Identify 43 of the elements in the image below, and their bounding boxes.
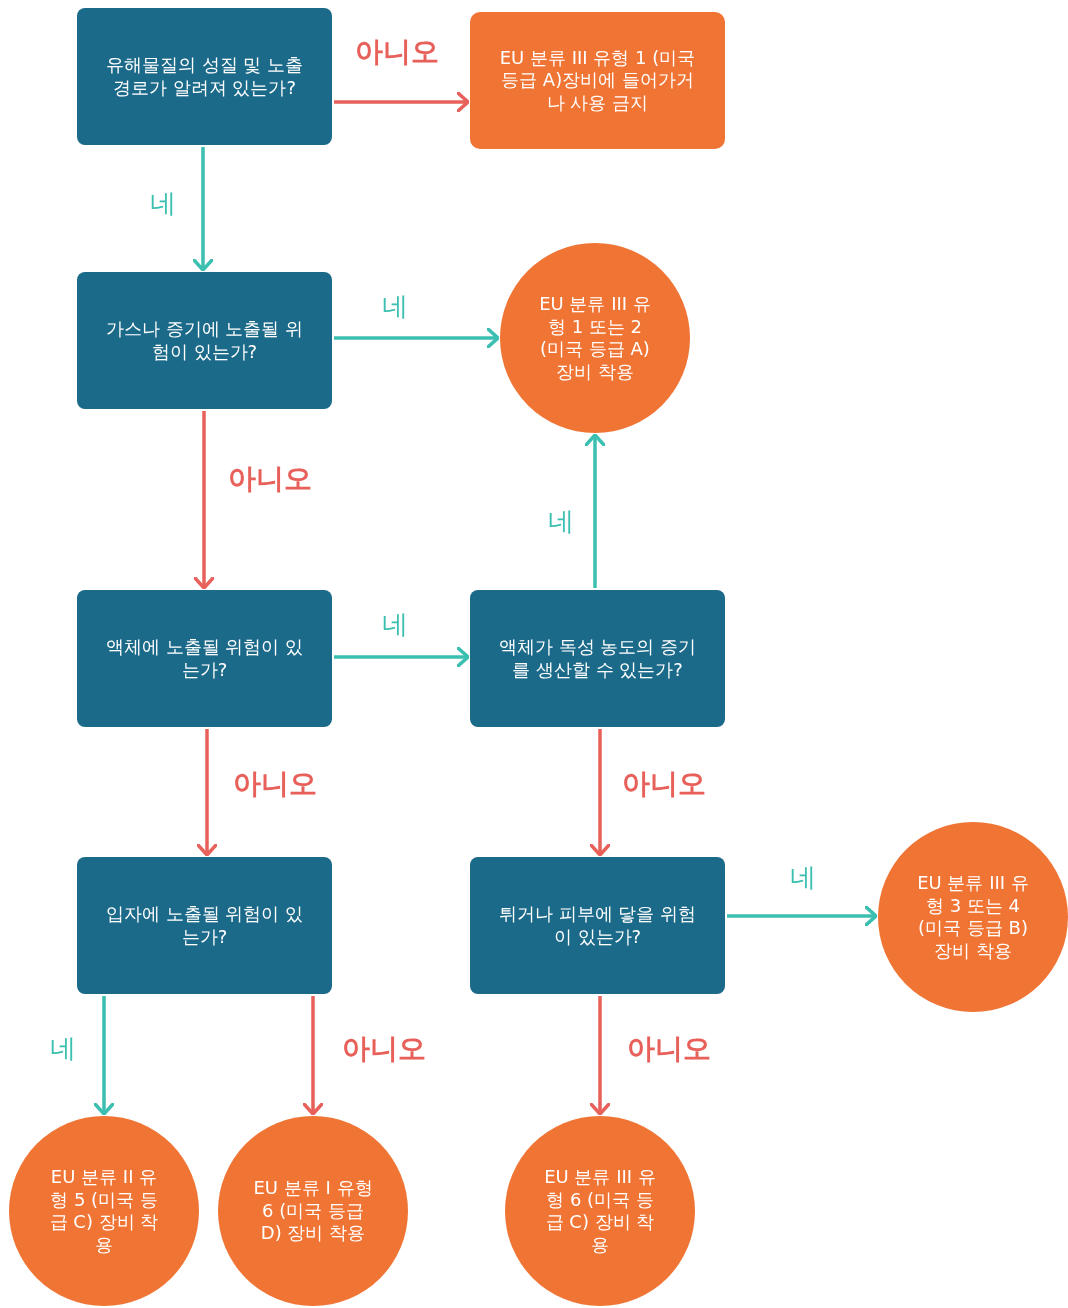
arrow (193, 411, 215, 590)
decision-box (470, 857, 725, 994)
edge-label: 네 (382, 293, 408, 319)
decision-box (77, 857, 332, 994)
edge-label: 아니오 (355, 38, 439, 66)
node-text: 입자에 노출될 위험이 있는가? (105, 903, 304, 948)
arrow (589, 996, 611, 1116)
node-text: 가스나 증기에 노출될 위험이 있는가? (105, 318, 304, 363)
arrow (334, 646, 470, 668)
node-text: EU 분류 III 유형 3 또는 4 (미국 등급 B) 장비 착용 (916, 872, 1030, 962)
edge-label: 네 (790, 864, 816, 890)
node-text: EU 분류 I 유형 6 (미국 등급 D) 장비 착용 (252, 1177, 374, 1245)
node-text: EU 분류 III 유형 6 (미국 등급 C) 장비 착용 (543, 1166, 657, 1256)
arrow (93, 996, 115, 1116)
node-text: 액체가 독성 농도의 증기를 생산할 수 있는가? (498, 636, 697, 681)
edge-label: 네 (382, 611, 408, 637)
decision-box (77, 590, 332, 727)
arrow (196, 729, 218, 857)
edge-label: 아니오 (342, 1035, 426, 1063)
process-box (470, 12, 725, 149)
arrow (334, 327, 500, 349)
decision-box (77, 272, 332, 409)
arrow (192, 147, 214, 272)
edge-label: 아니오 (627, 1035, 711, 1063)
node-text: EU 분류 III 유형 1 또는 2 (미국 등급 A) 장비 착용 (538, 293, 652, 383)
edge-label: 네 (548, 508, 574, 534)
node-text: EU 분류 II 유형 5 (미국 등급 C) 장비 착용 (48, 1166, 160, 1256)
node-text: EU 분류 III 유형 1 (미국 등급 A)장비에 들어가거나 사용 금지 (498, 46, 697, 115)
edge-label: 아니오 (622, 770, 706, 798)
node-text: 튀거나 피부에 닿을 위험이 있는가? (498, 903, 697, 948)
arrow (727, 905, 878, 927)
node-text: 액체에 노출될 위험이 있는가? (105, 636, 304, 681)
decision-box (77, 8, 332, 145)
arrow (334, 91, 470, 113)
arrow (589, 729, 611, 857)
node-text: 유해물질의 성질 및 노출경로가 알려져 있는가? (105, 54, 304, 99)
arrow (302, 996, 324, 1116)
edge-label: 네 (50, 1035, 76, 1061)
edge-label: 네 (150, 190, 176, 216)
edge-label: 아니오 (228, 465, 312, 493)
decision-box (470, 590, 725, 727)
arrow (584, 433, 606, 588)
edge-label: 아니오 (233, 770, 317, 798)
